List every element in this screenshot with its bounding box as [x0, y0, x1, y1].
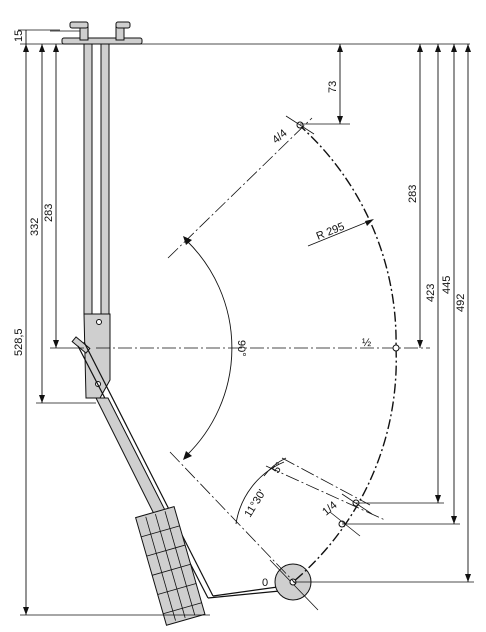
label-423: 423	[425, 284, 437, 302]
label-445: 445	[441, 276, 453, 294]
label-15: 15	[13, 30, 25, 42]
label-angle-11: 11°30'	[242, 488, 268, 520]
angle-11-dim	[235, 461, 285, 525]
label-528: 528,5	[13, 328, 25, 356]
label-radius: R 295	[315, 221, 347, 243]
sensor-flange	[50, 21, 143, 45]
label-492: 492	[455, 294, 467, 312]
angle-5-dim	[263, 457, 287, 477]
angle-90-arc	[183, 236, 233, 460]
label-283-right: 283	[407, 185, 419, 203]
centre-lines	[96, 117, 430, 585]
label-pos-half: ½	[362, 337, 371, 349]
label-pos-full: 4/4	[270, 127, 289, 146]
label-332: 332	[29, 218, 41, 236]
label-pos-zero: 0	[262, 577, 268, 589]
left-dimensions	[18, 29, 470, 616]
label-angle-90: 90°	[235, 340, 247, 357]
label-angle-5: 5°	[270, 460, 286, 475]
float-ball-zero	[269, 559, 319, 611]
sensor-tubes	[83, 43, 110, 315]
float-arc	[292, 123, 397, 583]
radius-arrow	[307, 219, 374, 247]
guide-tube	[95, 397, 171, 523]
label-73: 73	[327, 81, 339, 93]
label-283-left: 283	[43, 204, 55, 222]
float-body	[134, 505, 206, 626]
pivot-bracket	[71, 313, 111, 399]
right-dimensions	[293, 44, 474, 583]
arc-positions	[285, 115, 400, 537]
label-pos-quarter: 1/4	[320, 499, 339, 518]
